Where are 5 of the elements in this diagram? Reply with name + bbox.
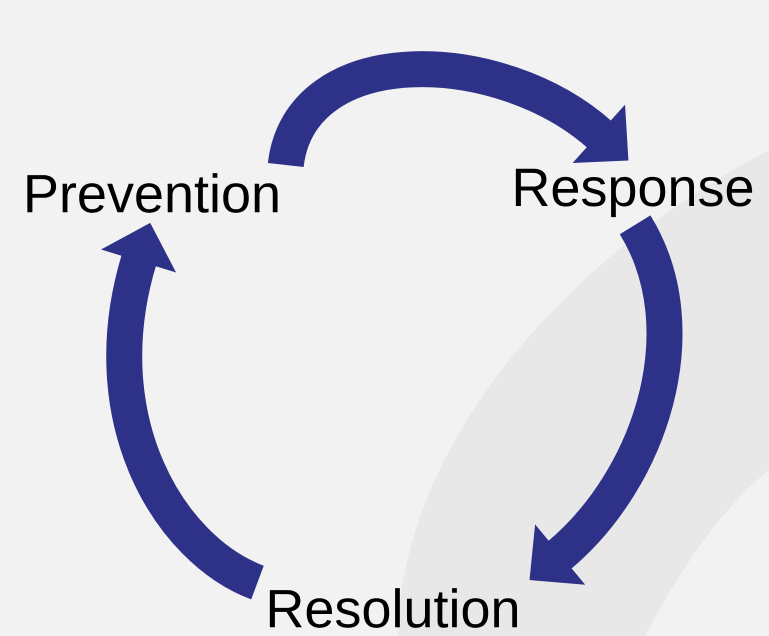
stage-label: Prevention [27,173,278,213]
curved-arrow [530,216,682,585]
stage-label: Response [516,168,752,218]
curved-arrow [268,51,628,170]
stage-label: Resolution [270,588,518,628]
